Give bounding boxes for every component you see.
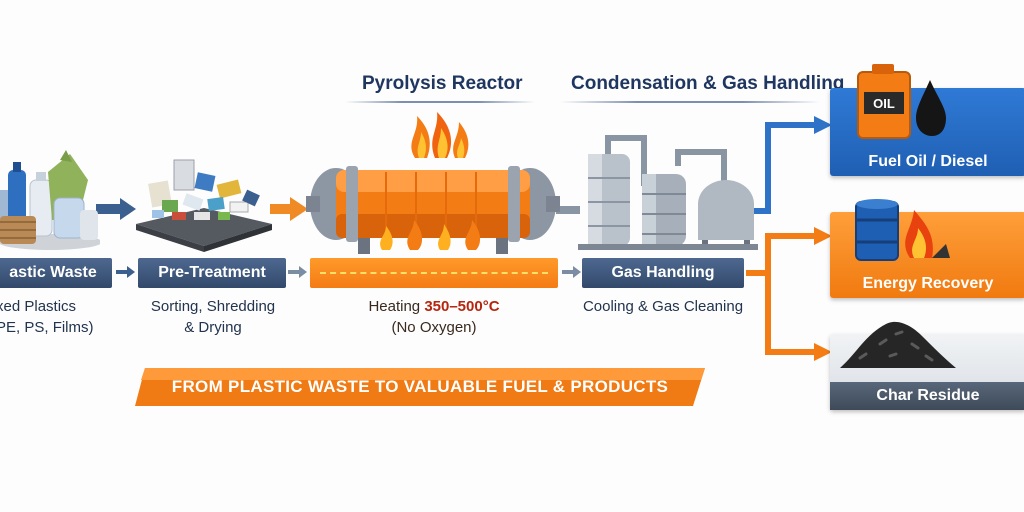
oil-canister-icon: OIL — [857, 64, 946, 139]
connector-reactor-to-condenser — [556, 206, 580, 214]
stage-label-plastic-waste: astic Waste — [0, 258, 112, 288]
arrow-to-fuel-oil — [752, 116, 832, 214]
stage-label-pre-treatment: Pre-Treatment — [138, 258, 286, 288]
heading-condensation: Condensation & Gas Handling — [571, 73, 845, 94]
arrow-waste-to-pretreatment — [96, 198, 136, 220]
stage-desc-line: & Drying — [184, 319, 242, 336]
heating-temperature: 350–500°C — [424, 298, 500, 315]
heading-pyrolysis-reactor: Pyrolysis Reactor — [362, 73, 523, 94]
condensation-towers-icon — [578, 135, 758, 250]
stage-label-gas-handling: Gas Handling — [582, 258, 744, 288]
stage-desc-pre-treatment: Sorting, Shredding & Drying — [134, 296, 292, 338]
stage-desc-line: xed Plastics — [0, 298, 77, 315]
tagline-text: FROM PLASTIC WASTE TO VALUABLE FUEL & PR… — [171, 377, 669, 396]
shredder-icon — [136, 159, 272, 252]
product-label-energy-recovery: Energy Recovery — [862, 275, 994, 292]
oil-canister-text: OIL — [873, 96, 895, 111]
arrow-label-pretreatment-to-heating — [288, 266, 307, 278]
stage-desc-gas-handling: Cooling & Gas Cleaning — [576, 296, 750, 317]
arrow-to-energy-recovery — [746, 227, 832, 276]
stage-desc-line: PE, PS, Films) — [0, 319, 94, 336]
heating-dashed-line — [320, 272, 548, 274]
arrow-label-waste-to-pretreatment — [116, 266, 135, 278]
tagline-banner-shape — [135, 368, 705, 406]
product-label-char-residue: Char Residue — [830, 382, 1024, 410]
heating-prefix: Heating — [368, 298, 425, 315]
tagline-banner: FROM PLASTIC WASTE TO VALUABLE FUEL & PR… — [135, 368, 705, 406]
pyrolysis-reactor-icon — [306, 166, 560, 254]
energy-barrel-flame-icon — [855, 199, 950, 261]
stage-desc-line: (No Oxygen) — [391, 319, 477, 336]
char-pile-icon — [840, 321, 956, 368]
arrow-to-char-residue — [765, 273, 832, 361]
arrow-label-heating-to-gas — [562, 266, 581, 278]
stage-heating-bar — [310, 258, 558, 288]
stage-desc-plastic-waste: xed Plastics PE, PS, Films) — [0, 296, 100, 338]
product-label-fuel-oil: Fuel Oil / Diesel — [868, 153, 988, 170]
stage-desc-line: Cooling & Gas Cleaning — [582, 298, 744, 315]
plastic-waste-pile-icon — [0, 150, 100, 250]
flames-top-icon — [411, 112, 469, 158]
heading-underline-reactor — [345, 101, 535, 103]
arrow-pretreatment-to-reactor — [270, 197, 308, 221]
stage-desc-heating: Heating 350–500°C (No Oxygen) — [320, 296, 548, 338]
stage-desc-line: Heating 350–500°C — [320, 296, 548, 317]
stage-desc-line: Sorting, Shredding — [150, 298, 276, 315]
heading-underline-condensation — [560, 101, 820, 103]
